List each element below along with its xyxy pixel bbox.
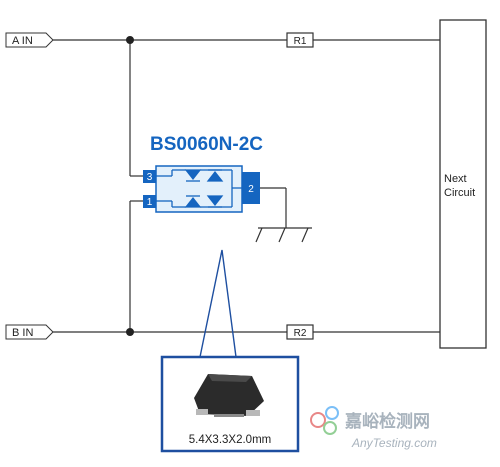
- package-callout-pointer: [199, 249, 237, 358]
- tvs-device-symbol: 3 1 2: [143, 165, 260, 213]
- next-circuit-block: Next Circuit: [439, 19, 487, 349]
- r1-label: R1: [294, 36, 307, 47]
- pin-1-label: 1: [147, 197, 153, 208]
- watermark-english: AnyTesting.com: [351, 436, 437, 450]
- r2-label: R2: [294, 328, 307, 339]
- ground-symbol: [255, 187, 312, 243]
- a-line-wires: [53, 39, 440, 177]
- pin-2-label: 2: [248, 184, 254, 195]
- pin-3-label: 3: [147, 172, 153, 183]
- package-image: [194, 374, 264, 417]
- resistor-r2: R2: [286, 324, 314, 340]
- a-in-label: A IN: [12, 35, 33, 47]
- a-in-input: A IN: [5, 32, 54, 48]
- next-circuit-line2: Circuit: [444, 187, 475, 199]
- pin-3-pad: [143, 170, 156, 183]
- pin-2-pad: [242, 172, 260, 204]
- package-dimensions: 5.4X3.3X2.0mm: [189, 434, 271, 446]
- watermark: 嘉峪检测网 AnyTesting.com: [310, 406, 437, 450]
- junction-dot-b: [126, 328, 134, 336]
- next-circuit-line1: Next: [444, 173, 467, 185]
- watermark-logo-icon: [310, 406, 339, 435]
- part-number-label: BS0060N-2C: [150, 134, 263, 155]
- package-callout: 5.4X3.3X2.0mm: [160, 355, 300, 453]
- pin-1-pad: [143, 195, 156, 208]
- b-in-input: B IN: [5, 324, 54, 340]
- watermark-chinese: 嘉峪检测网: [344, 411, 430, 432]
- junction-dot-a: [126, 36, 134, 44]
- b-line-wires: [53, 200, 440, 333]
- b-in-label: B IN: [12, 327, 33, 339]
- resistor-r1: R1: [286, 32, 314, 48]
